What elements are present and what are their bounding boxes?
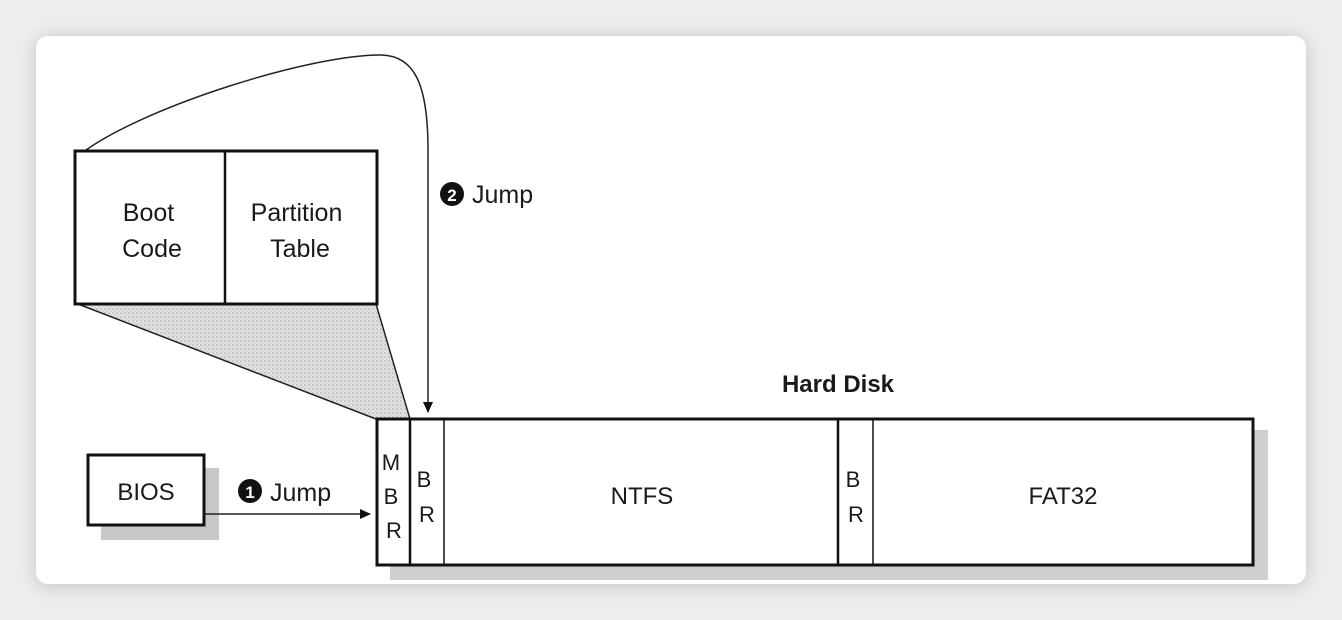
svg-text:Jump: Jump <box>472 181 533 209</box>
zoom-line-right <box>375 303 411 420</box>
zoom-line-left <box>77 303 377 420</box>
zoom-wedge <box>78 304 410 419</box>
bios-label: BIOS <box>117 479 174 506</box>
ntfs-label: NTFS <box>611 483 674 510</box>
jump2-arrow <box>85 54 433 413</box>
br1-label: B R <box>417 467 438 527</box>
hard-disk-title: Hard Disk <box>782 371 895 398</box>
svg-text:1: 1 <box>245 483 254 502</box>
mbr-label: M B R <box>382 450 406 543</box>
svg-text:Jump: Jump <box>270 479 331 507</box>
mbr-detail-box: Boot Code Partition Table <box>73 149 379 306</box>
step-2-badge <box>440 182 464 206</box>
jump2-label: 2 Jump <box>440 181 533 209</box>
step-1-badge <box>238 479 262 503</box>
svg-text:2: 2 <box>447 186 456 205</box>
bios-box <box>86 453 206 527</box>
fat32-label: FAT32 <box>1029 483 1098 510</box>
boot-code-label: Boot Code <box>122 199 182 263</box>
hard-disk: M B R B R NTFS B R FAT32 <box>375 417 1255 567</box>
br2-label: B R <box>846 467 867 527</box>
jump1-label: 1 Jump <box>238 479 331 507</box>
partition-table-label: Partition Table <box>251 199 350 263</box>
